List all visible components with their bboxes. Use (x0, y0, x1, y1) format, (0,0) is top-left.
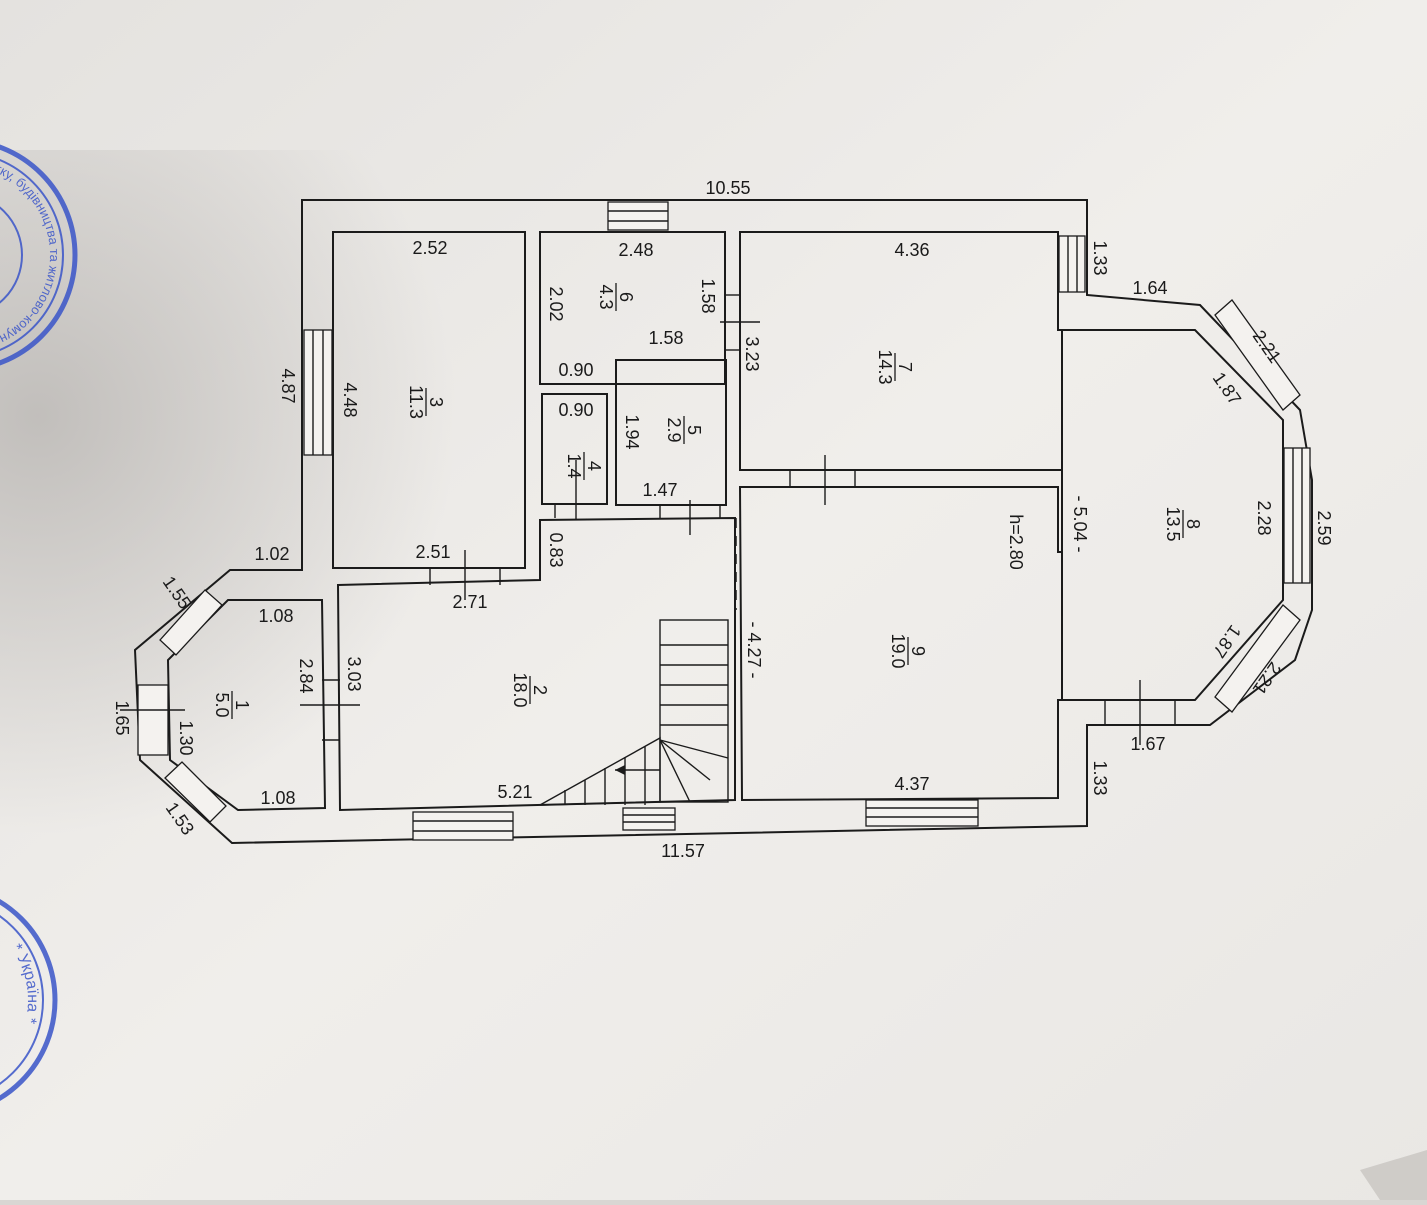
dim-room1-top: 1.08 (258, 606, 293, 626)
outer-wall (133, 199, 1313, 845)
room-label-3: 311.3 (406, 385, 446, 419)
room-number: 8 (1183, 519, 1203, 529)
dim-room4-side: 0.83 (546, 532, 566, 567)
room-area: 1.4 (564, 453, 584, 478)
room-2-outline (336, 516, 736, 812)
dim-porch-front: 1.65 (112, 700, 132, 735)
room-area: 14.3 (875, 349, 895, 384)
room-number: 9 (908, 646, 928, 656)
room-number: 7 (895, 362, 915, 372)
room-number: 4 (584, 461, 604, 471)
dim-room1-depth: 2.84 (296, 658, 316, 693)
room-label-6: 64.3 (596, 283, 636, 311)
room-label-8: 813.5 (1163, 506, 1203, 541)
room-area: 13.5 (1163, 506, 1183, 541)
dim-bay-front-outer: 2.59 (1314, 510, 1334, 545)
dim-bay-top-seg: 1.64 (1132, 278, 1167, 298)
paper-fold-edge (1360, 1150, 1427, 1200)
room-1-outline (166, 599, 327, 812)
dim-room6-right: 1.58 (698, 278, 718, 313)
doors (120, 294, 1176, 745)
dim-room4-top: 0.90 (558, 400, 593, 420)
room-number: 1 (232, 700, 252, 710)
room-area: 11.3 (406, 385, 426, 419)
dim-bay-front-inner: 2.28 (1254, 500, 1274, 535)
room-area: 2.9 (664, 417, 684, 442)
dim-room5-bottom: 1.47 (642, 480, 677, 500)
room-3-outline (332, 231, 526, 569)
dim-room5-depth: 1.94 (622, 414, 642, 449)
dim-room9-bottom: 4.37 (894, 774, 929, 794)
room-number: 6 (616, 292, 636, 302)
room-area: 18.0 (510, 672, 530, 707)
dim-room3-top: 2.52 (412, 238, 447, 258)
dim-porch-top: 1.02 (254, 544, 289, 564)
room-number: 5 (684, 425, 704, 435)
windows (137, 201, 1311, 841)
dim-bay-right-top: 1.33 (1090, 240, 1110, 275)
dim-room2-top: 2.71 (452, 592, 487, 612)
dim-hall-depth: 3.23 (742, 336, 762, 371)
dim-height: h=2.80 (1006, 514, 1026, 570)
room-label-5: 52.9 (664, 416, 704, 444)
dim-room9-depth: - 4.27 - (744, 621, 764, 678)
dim-room8-depth: - 5.04 - (1070, 495, 1090, 552)
room-area: 19.0 (888, 633, 908, 668)
dim-room1-bottom: 1.08 (260, 788, 295, 808)
dim-top-total: 10.55 (705, 178, 750, 198)
dim-room3-bottom: 2.51 (415, 542, 450, 562)
room-label-9: 919.0 (888, 633, 928, 668)
dim-room2-bottom: 5.21 (497, 782, 532, 802)
dim-room2-depth: 3.03 (344, 656, 364, 691)
room-label-1: 15.0 (212, 691, 252, 719)
dim-room1-front: 1.30 (176, 720, 196, 755)
room-labels: 15.0218.0311.341.452.964.3714.3813.5919.… (212, 283, 1203, 719)
room-4-outline (541, 393, 608, 505)
room-number: 3 (426, 397, 446, 407)
dim-bay-right-bottom: 1.33 (1090, 760, 1110, 795)
dim-room7-top: 4.36 (894, 240, 929, 260)
dim-bay-bottom-seg: 1.67 (1130, 734, 1165, 754)
room-6-outline (539, 231, 726, 385)
room-label-4: 41.4 (564, 452, 604, 480)
room-5-outline (615, 359, 727, 506)
dim-room6-side: 0.90 (558, 360, 593, 380)
room-area: 4.3 (596, 284, 616, 309)
dim-room6-depth: 2.02 (546, 286, 566, 321)
dim-bottom-total: 11.57 (661, 841, 705, 861)
room-number: 2 (530, 685, 550, 695)
dim-left-wall: 4.87 (278, 368, 298, 403)
paper-shadow (0, 150, 760, 910)
dim-room6-bottom: 1.58 (648, 328, 683, 348)
staircase (539, 619, 729, 806)
room-area: 5.0 (212, 692, 232, 717)
room-label-2: 218.0 (510, 672, 550, 707)
room-label-7: 714.3 (875, 349, 915, 384)
dim-room3-depth: 4.48 (340, 382, 360, 417)
dim-room6-top: 2.48 (618, 240, 653, 260)
